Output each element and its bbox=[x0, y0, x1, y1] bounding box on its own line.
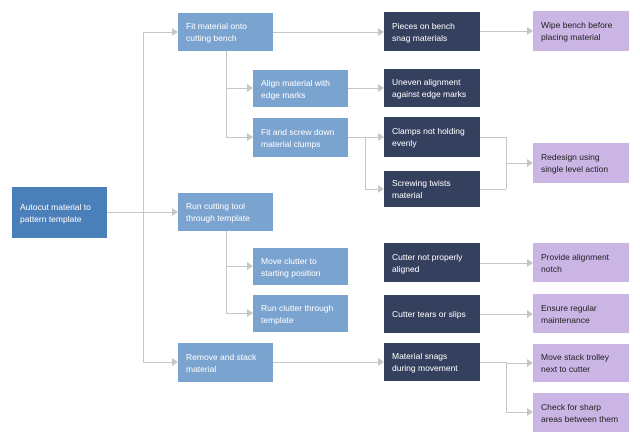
node-remove-stack-material[interactable]: Remove and stack material bbox=[178, 343, 273, 382]
node-wipe-bench[interactable]: Wipe bench before placing material bbox=[533, 11, 629, 51]
node-label: Provide alignment notch bbox=[541, 251, 610, 274]
connector-line bbox=[506, 137, 507, 189]
node-label: Redesign using single level action bbox=[541, 152, 609, 174]
node-material-snags[interactable]: Material snags during movement bbox=[384, 343, 480, 381]
arrowhead-icon bbox=[527, 159, 533, 167]
connector-line bbox=[226, 231, 227, 313]
node-label: Screwing twists material bbox=[392, 178, 451, 200]
connector-line bbox=[506, 363, 527, 364]
node-label: Move clutter to starting position bbox=[261, 255, 321, 278]
connector-line bbox=[506, 362, 507, 412]
arrowhead-icon bbox=[378, 28, 384, 36]
node-label: Fit material onto cutting bench bbox=[186, 21, 247, 43]
node-provide-alignment-notch[interactable]: Provide alignment notch bbox=[533, 243, 629, 282]
node-screwing-twists[interactable]: Screwing twists material bbox=[384, 171, 480, 207]
node-autocut-material[interactable]: Autocut material to pattern template bbox=[12, 187, 107, 238]
node-label: Fit and screw down material clumps bbox=[261, 126, 335, 149]
arrowhead-icon bbox=[527, 259, 533, 267]
node-label: Cutter tears or slips bbox=[392, 309, 466, 319]
connector-line bbox=[506, 412, 527, 413]
node-redesign-single-level[interactable]: Redesign using single level action bbox=[533, 143, 629, 183]
node-run-cutter-template[interactable]: Run clutter through template bbox=[253, 295, 348, 332]
node-run-cutting-tool[interactable]: Run cutting tool through template bbox=[178, 193, 273, 231]
node-label: Ensure regular maintenance bbox=[541, 302, 597, 325]
connector-line bbox=[143, 32, 144, 362]
connector-line bbox=[226, 51, 227, 137]
connector-line bbox=[226, 266, 247, 267]
connector-line bbox=[143, 362, 172, 363]
arrowhead-icon bbox=[378, 358, 384, 366]
connector-line bbox=[365, 137, 366, 189]
node-cutter-tears-slips[interactable]: Cutter tears or slips bbox=[384, 295, 480, 333]
node-ensure-maintenance[interactable]: Ensure regular maintenance bbox=[533, 294, 629, 333]
connector-line bbox=[348, 137, 378, 138]
node-move-stack-trolley[interactable]: Move stack trolley next to cutter bbox=[533, 344, 629, 382]
arrowhead-icon bbox=[527, 27, 533, 35]
arrowhead-icon bbox=[527, 310, 533, 318]
connector-line bbox=[143, 212, 172, 213]
connector-line bbox=[506, 163, 527, 164]
arrowhead-icon bbox=[527, 408, 533, 416]
node-label: Align material with edge marks bbox=[261, 77, 330, 100]
node-check-sharp-areas[interactable]: Check for sharp areas between them bbox=[533, 393, 629, 432]
node-label: Pieces on bench snag materials bbox=[392, 20, 455, 43]
connector-line bbox=[226, 137, 247, 138]
arrowhead-icon bbox=[172, 358, 178, 366]
arrowhead-icon bbox=[247, 309, 253, 317]
node-label: Check for sharp areas between them bbox=[541, 401, 619, 424]
connector-line bbox=[480, 189, 506, 190]
connector-line bbox=[107, 212, 143, 213]
node-cutter-not-aligned[interactable]: Cutter not properly aligned bbox=[384, 243, 480, 282]
node-label: Remove and stack material bbox=[186, 351, 257, 374]
node-label: Clamps not holding evenly bbox=[392, 126, 465, 148]
node-label: Cutter not properly aligned bbox=[392, 251, 463, 274]
connector-line bbox=[273, 32, 378, 33]
connector-line bbox=[348, 88, 378, 89]
connector-line bbox=[143, 32, 172, 33]
arrowhead-icon bbox=[247, 262, 253, 270]
arrowhead-icon bbox=[172, 208, 178, 216]
arrowhead-icon bbox=[378, 185, 384, 193]
connector-line bbox=[480, 314, 527, 315]
connector-line bbox=[226, 88, 247, 89]
node-label: Uneven alignment against edge marks bbox=[392, 77, 467, 99]
node-clamps-not-holding[interactable]: Clamps not holding evenly bbox=[384, 117, 480, 157]
node-pieces-snag[interactable]: Pieces on bench snag materials bbox=[384, 12, 480, 51]
node-label: Run clutter through template bbox=[261, 302, 334, 325]
arrowhead-icon bbox=[378, 133, 384, 141]
connector-line bbox=[480, 31, 527, 32]
node-label: Autocut material to pattern template bbox=[20, 201, 91, 224]
arrowhead-icon bbox=[527, 359, 533, 367]
node-move-cutter-start[interactable]: Move clutter to starting position bbox=[253, 248, 348, 285]
node-uneven-alignment[interactable]: Uneven alignment against edge marks bbox=[384, 69, 480, 107]
node-label: Wipe bench before placing material bbox=[541, 20, 613, 42]
node-align-material-marks[interactable]: Align material with edge marks bbox=[253, 70, 348, 107]
connector-line bbox=[480, 263, 527, 264]
connector-line bbox=[365, 189, 378, 190]
connector-line bbox=[480, 362, 506, 363]
node-label: Material snags during movement bbox=[392, 351, 458, 373]
arrowhead-icon bbox=[247, 84, 253, 92]
connector-line bbox=[226, 313, 247, 314]
node-fit-screw-clamps[interactable]: Fit and screw down material clumps bbox=[253, 118, 348, 157]
arrowhead-icon bbox=[378, 84, 384, 92]
node-label: Run cutting tool through template bbox=[186, 201, 250, 223]
node-label: Move stack trolley next to cutter bbox=[541, 352, 610, 374]
connector-line bbox=[480, 137, 506, 138]
arrowhead-icon bbox=[247, 133, 253, 141]
node-fit-material-bench[interactable]: Fit material onto cutting bench bbox=[178, 13, 273, 51]
connector-line bbox=[273, 362, 378, 363]
arrowhead-icon bbox=[172, 28, 178, 36]
